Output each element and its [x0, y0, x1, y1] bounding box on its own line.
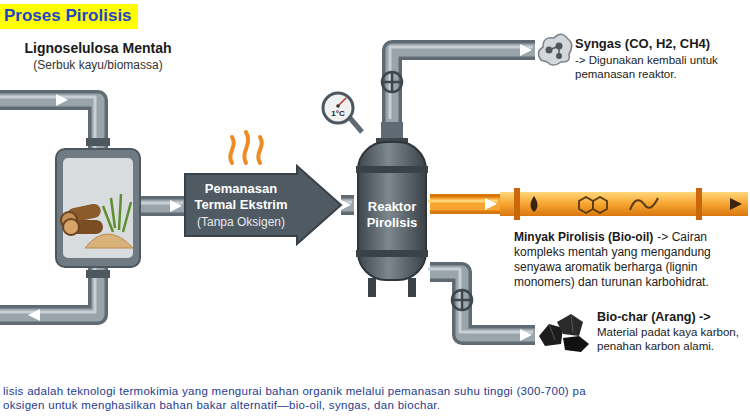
arrow-node: Pemanasan Termal Ekstrim (Tanpa Oksigen) [185, 166, 341, 244]
node-title: Syngas (CO, H2, CH4) [575, 36, 748, 52]
oil-node: Minyak Pirolisis (Bio-oil)-> Cairan komp… [500, 188, 748, 290]
node-body: Material padat kaya karbon, penahan karb… [597, 325, 748, 353]
pipe-connector [139, 200, 185, 212]
bio-oil-pipe [500, 188, 748, 220]
node-title: Pemanasan Termal Ekstrim [191, 181, 291, 213]
pipe-connector [428, 198, 500, 210]
syngas-text: Syngas (CO, H2, CH4)-> Digunakan kembali… [575, 30, 748, 81]
node-body: -> Digunakan kembali untuk pemanasan rea… [575, 53, 748, 81]
gas-icon [535, 30, 571, 70]
reactor-node: Reaktor Pirolisis [354, 122, 430, 297]
node-title: Reaktor Pirolisis [360, 199, 424, 231]
reactor-text: Reaktor Pirolisis [360, 174, 424, 255]
pipe-connector [390, 44, 535, 122]
node-subtitle: (Serbuk kayu/biomassa) [24, 58, 171, 72]
bio-oil-text: Minyak Pirolisis (Bio-oil)-> Cairan komp… [500, 188, 748, 290]
syngas-node: Syngas (CO, H2, CH4)-> Digunakan kembali… [535, 30, 748, 81]
bio-char-text: Bio-char (Arang) ->Material padat kaya k… [597, 310, 748, 353]
feed-node: Lignoselulosa Mentah(Serbuk kayu/biomass… [55, 148, 141, 268]
arrow-text: Pemanasan Termal Ekstrim (Tanpa Oksigen) [191, 166, 291, 244]
charcoal-icon [535, 310, 591, 352]
page-title: Proses Pirolisis [0, 4, 138, 29]
node-title: Lignoselulosa Mentah [24, 40, 171, 56]
gauge-reading: 1°C [326, 109, 350, 118]
biomass-illustration [55, 148, 141, 268]
feed-heading: Lignoselulosa Mentah (Serbuk kayu/biomass… [24, 40, 171, 72]
caption-text: lisis adalah teknologi termokimia yang m… [3, 384, 628, 412]
node-subtitle: (Tanpa Oksigen) [197, 215, 285, 230]
char-node: Bio-char (Arang) ->Material padat kaya k… [535, 310, 748, 353]
node-title: Minyak Pirolisis (Bio-oil) [514, 230, 653, 244]
node-title: Bio-char (Arang) -> [597, 310, 748, 325]
